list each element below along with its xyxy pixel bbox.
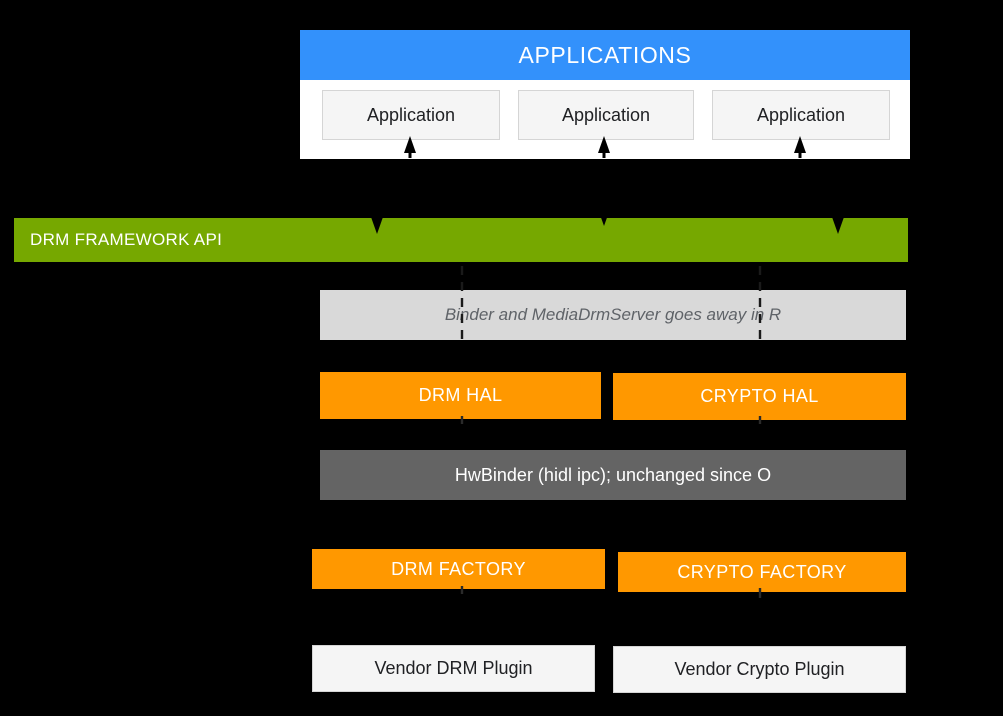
application-box-3-label: Application xyxy=(756,104,846,125)
drm-factory-box[interactable]: DRM FACTORY xyxy=(312,549,605,589)
crypto-hal-box[interactable]: CRYPTO HAL xyxy=(613,373,906,420)
application-box-1-label: Application xyxy=(366,104,456,125)
binder-mediadrmserver-note-label: Binder and MediaDrmServer goes away in R xyxy=(444,305,782,325)
vendor-crypto-plugin-label: Vendor Crypto Plugin xyxy=(674,659,845,680)
application-box-2-label: Application xyxy=(561,104,651,125)
drm-factory-label: DRM FACTORY xyxy=(391,558,526,579)
drm-hal-box[interactable]: DRM HAL xyxy=(320,372,601,419)
crypto-factory-label: CRYPTO FACTORY xyxy=(677,561,847,582)
crypto-hal-label: CRYPTO HAL xyxy=(700,386,819,407)
hwbinder-bar-label: HwBinder (hidl ipc); unchanged since O xyxy=(454,464,772,485)
application-box-1[interactable]: Application xyxy=(322,90,500,140)
application-box-2[interactable]: Application xyxy=(518,90,694,140)
applications-header-label: APPLICATIONS xyxy=(518,41,692,68)
vendor-crypto-plugin-box[interactable]: Vendor Crypto Plugin xyxy=(613,646,906,693)
hwbinder-bar: HwBinder (hidl ipc); unchanged since O xyxy=(320,450,906,500)
vendor-drm-plugin-label: Vendor DRM Plugin xyxy=(374,658,533,679)
drm-framework-api-band[interactable]: DRM FRAMEWORK API xyxy=(14,218,908,262)
binder-mediadrmserver-note: Binder and MediaDrmServer goes away in R xyxy=(320,290,906,340)
applications-header: APPLICATIONS xyxy=(300,30,910,80)
vendor-drm-plugin-box[interactable]: Vendor DRM Plugin xyxy=(312,645,595,692)
crypto-factory-box[interactable]: CRYPTO FACTORY xyxy=(618,552,906,592)
application-box-3[interactable]: Application xyxy=(712,90,890,140)
drm-hal-label: DRM HAL xyxy=(418,385,503,406)
drm-framework-api-label: DRM FRAMEWORK API xyxy=(30,230,223,250)
